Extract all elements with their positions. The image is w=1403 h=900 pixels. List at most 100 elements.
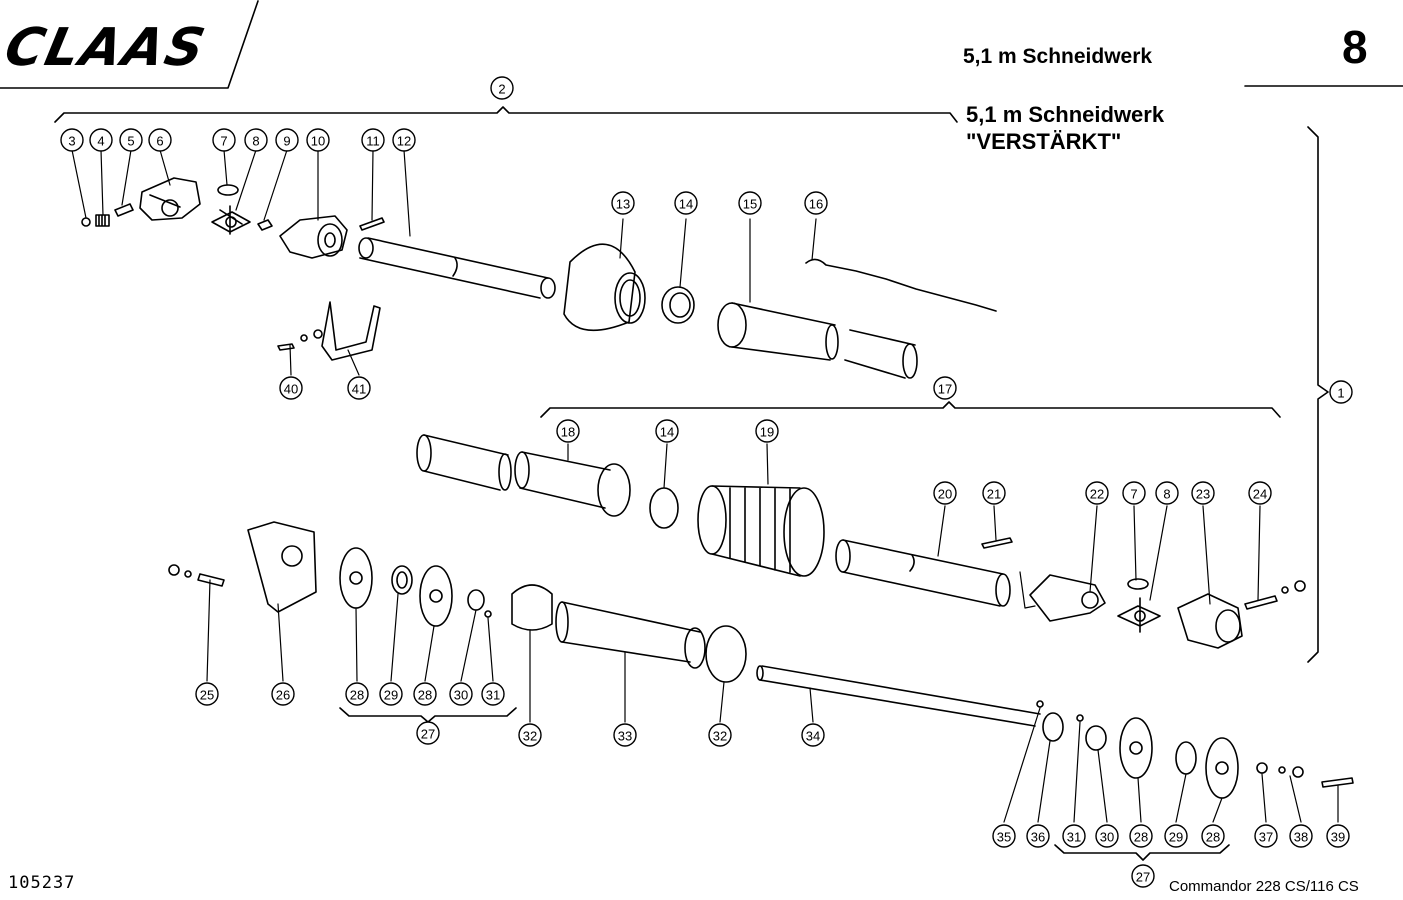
header-frame [0,0,1403,89]
callout-14: 14 [674,191,698,215]
callout-19: 19 [755,419,779,443]
callout-7: 7 [1122,481,1146,505]
callout-30: 30 [1095,824,1119,848]
callout-29: 29 [379,682,403,706]
callout-18: 18 [556,419,580,443]
callout-label: 22 [1090,487,1104,502]
part-15-tube [717,302,839,361]
callout-label: 19 [760,425,774,440]
callout-6: 6 [148,128,172,152]
callout-label: 31 [1067,830,1081,845]
part-34-shaft [756,665,1041,727]
callout-20: 20 [933,481,957,505]
part-11-pin [359,217,385,231]
diagram-title-line1: 5,1 m Schneidwerk [966,102,1165,127]
callout-32: 32 [708,723,732,747]
callout-34: 34 [801,723,825,747]
callout-label: 23 [1196,487,1210,502]
callout-label: 34 [806,729,820,744]
callout-11: 11 [361,128,385,152]
callout-4: 4 [89,128,113,152]
part-37-nut [1256,762,1268,774]
callout-label: 2 [498,82,505,97]
callout-label: 7 [1130,487,1137,502]
callout-28: 28 [413,682,437,706]
callout-label: 4 [97,134,104,149]
part-8b-spider [1117,597,1161,633]
callout-label: 7 [220,134,227,149]
callout-label: 29 [384,688,398,703]
part-41-bracket [321,301,381,361]
part-15b-tube [844,329,918,379]
part-25-bolt [168,564,225,587]
callout-label: 18 [561,425,575,440]
callout-label: 41 [352,382,366,397]
callout-label: 6 [156,134,163,149]
part-40-screw [277,329,323,351]
part-28-flange [339,547,373,609]
callout-30: 30 [449,682,473,706]
bracket-27-right [1054,844,1230,861]
callout-5: 5 [119,128,143,152]
callout-label: 24 [1253,487,1267,502]
part-31-ring [484,610,492,618]
document-number: 105237 [8,873,76,893]
part-28c-flange [1119,717,1153,779]
model-designation: Commandor 228 CS/116 CS [1169,878,1359,895]
callout-8: 8 [244,128,268,152]
callout-label: 10 [311,134,325,149]
callout-label: 1 [1337,386,1344,401]
callout-label: 29 [1169,830,1183,845]
callout-label: 38 [1294,830,1308,845]
callout-8: 8 [1155,481,1179,505]
part-28d-flange [1205,737,1239,799]
callout-25: 25 [195,682,219,706]
part-19-bellows [697,485,825,577]
callout-24: 24 [1248,481,1272,505]
callout-label: 25 [200,688,214,703]
bracket-17 [540,401,1281,418]
callout-label: 8 [1163,487,1170,502]
callout-35: 35 [992,824,1016,848]
callout-31: 31 [481,682,505,706]
part-8-spider [211,205,251,235]
part-20-tube [835,539,1011,607]
callout-label: 30 [1100,830,1114,845]
callout-label: 33 [618,729,632,744]
callout-32: 32 [518,723,542,747]
page-title: 5,1 m Schneidwerk [963,45,1153,68]
callout-29: 29 [1164,824,1188,848]
callout-label: 12 [397,134,411,149]
callout-28: 28 [345,682,369,706]
callout-16: 16 [804,191,828,215]
part-13-cover [563,243,646,332]
callout-label: 28 [418,688,432,703]
callout-label: 27 [1136,870,1150,885]
callout-label: 9 [283,134,290,149]
part-38-washer [1278,766,1304,778]
callout-40: 40 [279,376,303,400]
part-30-sleeve [467,589,485,611]
callout-21: 21 [982,481,1006,505]
part-22-yoke [1029,574,1106,622]
callout-label: 17 [938,382,952,397]
part-21-pin [981,537,1013,549]
callout-1: 1 [1329,380,1353,404]
part-7b-circlip [1127,578,1149,590]
callout-label: 5 [127,134,134,149]
callout-label: 26 [276,688,290,703]
callout-3: 3 [60,128,84,152]
callout-label: 32 [523,729,537,744]
callout-31: 31 [1062,824,1086,848]
callout-label: 28 [350,688,364,703]
callout-label: 20 [938,487,952,502]
callout-label: 28 [1134,830,1148,845]
diagram-title-line2: "VERSTÄRKT" [966,129,1122,154]
part-33-tube [555,601,706,669]
callout-label: 39 [1331,830,1345,845]
part-26-plate [247,521,317,613]
callout-14: 14 [655,419,679,443]
callout-label: 11 [366,134,380,149]
part-16-chain [805,258,997,312]
